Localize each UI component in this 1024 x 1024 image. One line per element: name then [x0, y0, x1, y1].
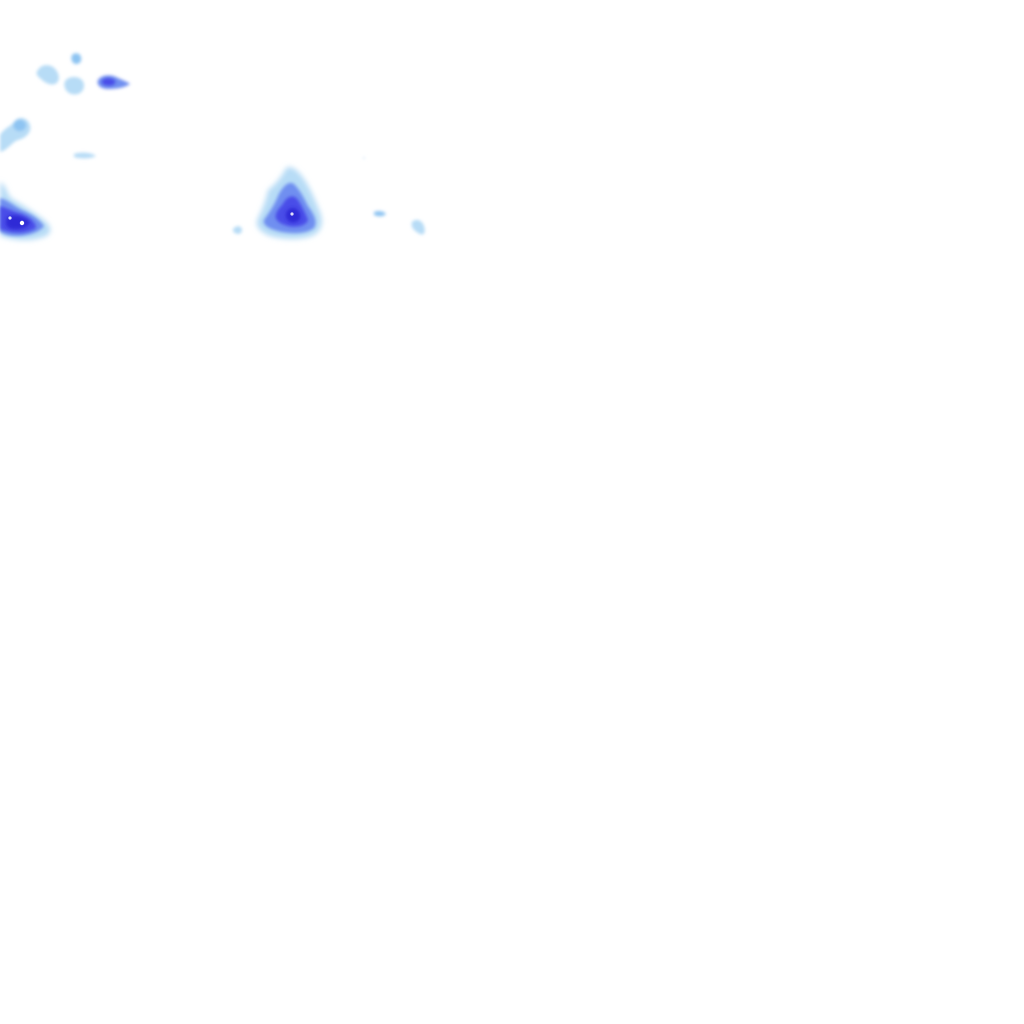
- echo-core-highlight-1: [19, 220, 25, 226]
- echo-light-2: [64, 77, 85, 95]
- echo-cluster-left-main: [0, 182, 51, 241]
- echo-light-1: [36, 65, 59, 85]
- echo-light-6: [74, 152, 96, 159]
- echo-cluster-small: [232, 157, 425, 235]
- echo-cluster-central: [256, 166, 322, 239]
- echo-very-strong-2: [285, 207, 301, 223]
- echo-very-strong-1: [5, 215, 30, 230]
- echo-strong-1: [101, 77, 116, 86]
- echo-cluster-left-upper: [0, 117, 96, 159]
- echo-light-9: [232, 226, 242, 234]
- echo-light-3: [71, 53, 82, 64]
- echo-core-highlight-2: [8, 216, 12, 220]
- echo-light-11: [411, 219, 425, 235]
- echo-light-10: [374, 210, 386, 217]
- echo-cluster-top-left: [36, 53, 130, 95]
- echo-light-5: [13, 119, 27, 132]
- echo-core-highlight-3: [290, 212, 294, 216]
- echo-speck-1: [363, 157, 365, 159]
